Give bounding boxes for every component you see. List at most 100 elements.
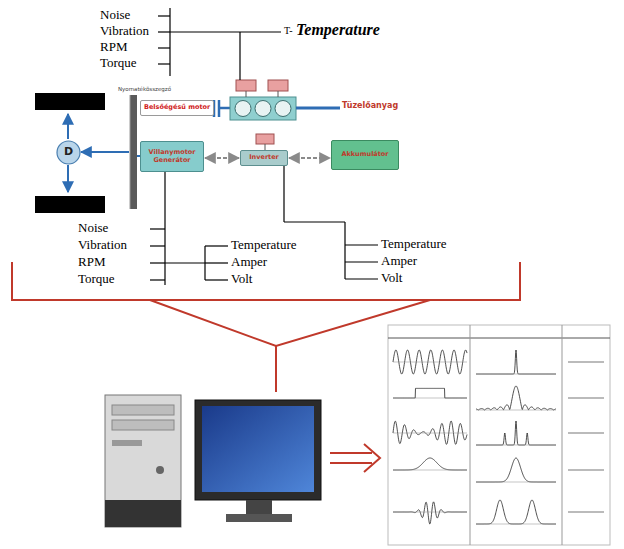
battery-box: Akkumulátor [331,140,399,170]
time-signal [393,502,467,524]
engine-box: Belsőégésű motor [140,100,214,116]
computer [195,400,321,500]
note-line [568,432,604,434]
note-line [568,469,604,471]
circle-outline [57,141,80,164]
time-signal [393,421,467,444]
leader-line [165,262,205,263]
clutch [219,107,230,110]
wheel [35,196,105,213]
engine-block [246,91,247,97]
engine-block [256,134,274,144]
wheel [35,93,105,110]
leader-line [150,262,165,263]
leader-line [150,279,165,280]
signal-spectrum-table [470,325,471,545]
leader-line [158,47,170,48]
engine-block [278,91,279,97]
double-arrow-connector [205,157,239,159]
measure-label: Volt [231,272,252,287]
fuel-line [296,107,340,110]
fuel-label: Tüzelőanyag [342,101,398,110]
leader-line [345,278,378,279]
computer [112,440,142,446]
measure-label: T- [284,25,293,37]
engine-block [255,101,271,117]
signal-spectrum-table [388,325,610,545]
time-signal [393,350,467,374]
measure-label: Amper [231,255,267,270]
time-signal [393,388,467,398]
node-label: Belsőégésű motor [144,104,210,111]
measure-label: Amper [381,254,417,269]
axis [393,398,467,399]
signal-spectrum-table [388,338,610,339]
spectrum [476,458,556,482]
red-arrow [330,462,372,464]
measure-label: Torque [100,56,137,71]
double-arrow-connector [289,157,330,159]
measure-label: Temperature [231,238,297,253]
measure-label: Noise [100,8,130,23]
leader-line [158,31,170,32]
signal-spectrum-table [562,325,563,545]
measure-label: Temperature [381,237,447,252]
axis [476,374,556,375]
leader-line [205,245,228,246]
axis [393,470,467,471]
axis [476,410,556,411]
leader-line [150,228,165,229]
measure-label: Vibration [78,238,127,253]
measure-label: RPM [100,40,127,55]
node-label: Inverter [249,154,279,161]
axis [393,433,467,434]
inverter-box: Inverter [240,150,288,166]
torque-summing-bar [130,95,137,209]
red-arrow [364,444,380,472]
axis [393,512,467,513]
torque-summing-bar [130,95,131,209]
measure-label: Volt [381,271,402,286]
leader-line [345,261,378,262]
computer [112,420,174,430]
engine-block [230,80,296,150]
motor-generator-box: Villanymotor Generátor [140,141,204,172]
axis [393,362,467,363]
axle-line [67,114,69,139]
measure-label: Vibration [100,24,149,39]
axle-line [81,151,129,153]
axis [476,445,556,446]
engine-block [268,80,288,91]
computer [156,466,164,474]
computer [202,406,314,492]
red-arrow [330,444,380,472]
measure-label: Noise [78,221,108,236]
spectrum [476,386,556,410]
leader-line [164,172,165,285]
leader-line [284,221,345,222]
leader-line [283,166,284,222]
leader-line [205,279,228,280]
leader-line [150,245,165,246]
spectrum [476,500,556,524]
engine-block [230,97,296,120]
leader-line [345,244,378,245]
leader-line [169,8,170,76]
spectrum [476,350,556,374]
node-label: D [64,146,73,158]
engine-block [235,101,251,117]
leader-line [239,32,240,80]
leader-line [344,222,345,279]
computer [105,395,181,527]
leader-line [158,63,170,64]
axle-line [67,165,69,192]
node-label: Villanymotor Generátor [144,149,200,163]
measure-label: RPM [78,255,105,270]
engine-block [275,101,291,117]
time-signal [393,458,467,470]
node-label: Akkumulátor [341,151,388,158]
engine-block [236,80,256,91]
leader-line [158,15,170,16]
measure-label: Torque [78,272,115,287]
